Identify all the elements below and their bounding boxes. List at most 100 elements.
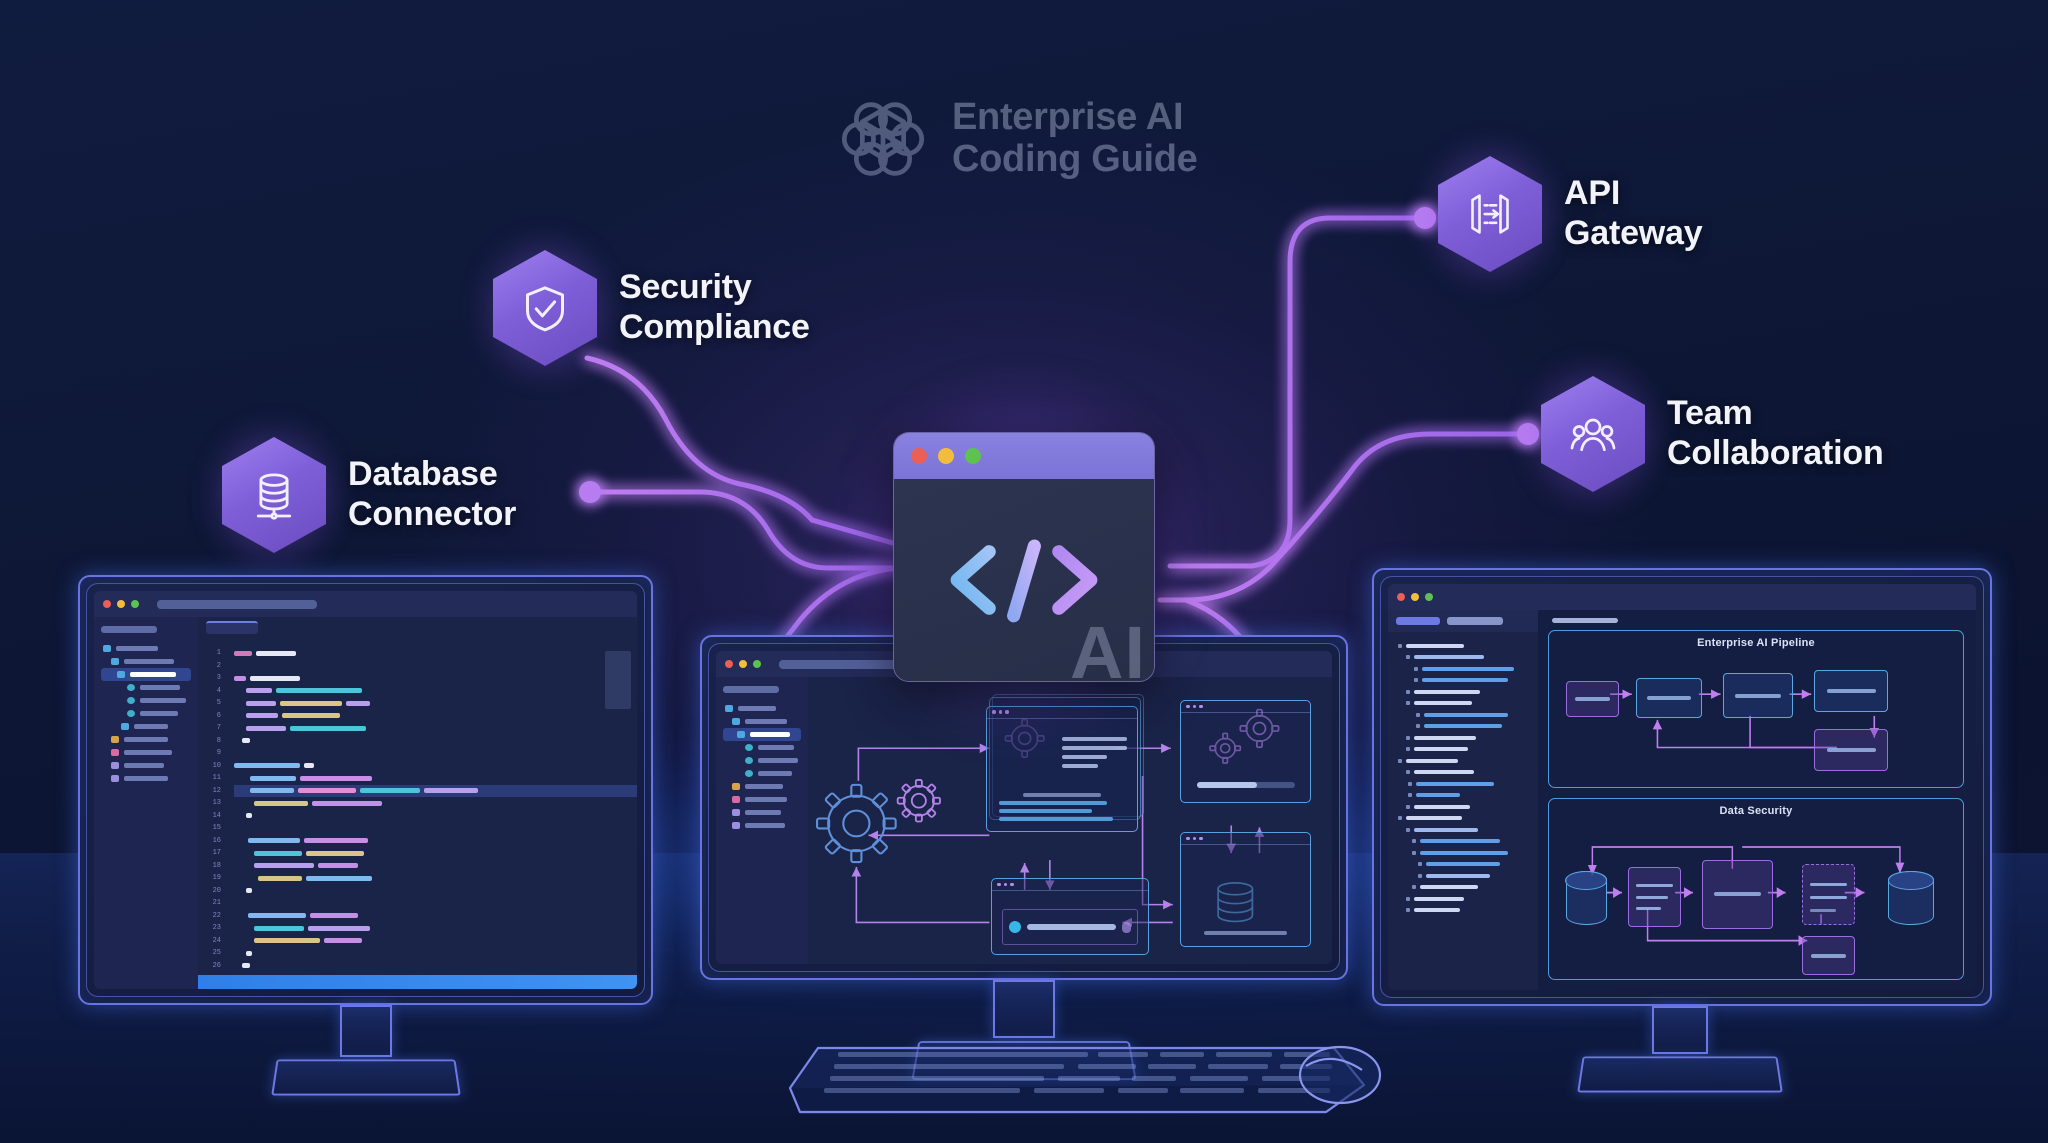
line-number: 13 [212,799,221,807]
tree-item[interactable] [723,767,801,780]
tree-row[interactable] [1394,790,1532,802]
tree-row[interactable] [1394,859,1532,871]
ai-code-card[interactable]: AI [893,432,1155,682]
tree-row[interactable] [1394,652,1532,664]
security-db-target[interactable] [1888,871,1934,925]
tree-item[interactable] [101,759,191,772]
close-dot-icon[interactable] [103,600,111,608]
flow-window-processing[interactable] [1180,699,1312,804]
tree-row[interactable] [1394,663,1532,675]
maximize-dot-icon[interactable] [131,600,139,608]
tree-item-selected[interactable] [101,668,191,681]
security-node-vault[interactable] [1702,860,1773,929]
tree-row[interactable] [1394,755,1532,767]
tree-item[interactable] [101,720,191,733]
file-explorer-sidebar[interactable] [94,617,198,989]
tree-item[interactable] [101,772,191,785]
code-tab[interactable] [206,621,258,634]
pipeline-node-3[interactable] [1722,673,1794,719]
tree-item[interactable] [723,741,801,754]
minimize-dot-icon[interactable] [938,448,954,464]
tree-item[interactable] [101,681,191,694]
diagram-canvas[interactable]: Enterprise AI Pipeline [1538,610,1976,990]
security-db-source[interactable] [1565,871,1608,925]
hex-badge-database [204,419,344,571]
tree-item[interactable] [101,655,191,668]
code-line [234,647,637,660]
tree-item[interactable] [723,819,801,832]
close-dot-icon[interactable] [725,660,733,668]
tree-item[interactable] [723,806,801,819]
code-token [234,650,252,656]
pipeline-node-2[interactable] [1635,677,1703,719]
pipeline-node-4[interactable] [1813,670,1889,713]
tree-label-placeholder [1414,701,1472,706]
security-node-policy[interactable] [1801,863,1856,925]
tree-row[interactable] [1394,836,1532,848]
flow-window-database[interactable] [1180,831,1312,947]
tree-bullet-icon [1406,655,1410,660]
tree-item[interactable] [101,733,191,746]
maximize-dot-icon[interactable] [965,448,981,464]
tree-item[interactable] [723,702,801,715]
tree-row[interactable] [1394,813,1532,825]
tree-row[interactable] [1394,847,1532,859]
node-team-collaboration[interactable]: Team Collaboration [1523,358,1884,510]
tab-active[interactable] [1396,617,1440,625]
pipeline-node-1[interactable] [1565,680,1620,717]
tree-item-selected[interactable] [723,728,801,741]
tree-row[interactable] [1394,778,1532,790]
tree-row[interactable] [1394,640,1532,652]
security-node-encrypt[interactable] [1627,867,1682,927]
tree-bullet-icon [1406,747,1410,752]
tree-row[interactable] [1394,686,1532,698]
code-token [234,863,250,868]
tree-item[interactable] [101,707,191,720]
flow-window-terminal[interactable] [991,877,1149,956]
tree-item[interactable] [101,694,191,707]
center-sidebar[interactable] [716,677,808,964]
tree-row[interactable] [1394,675,1532,687]
close-dot-icon[interactable] [911,448,927,464]
tree-row[interactable] [1394,698,1532,710]
right-tree[interactable] [1388,632,1538,924]
tree-row[interactable] [1394,709,1532,721]
code-token [424,788,478,794]
monitor-center-stand-base [911,1041,1137,1081]
tree-row[interactable] [1394,870,1532,882]
close-dot-icon[interactable] [1397,593,1405,601]
minimize-dot-icon[interactable] [1411,593,1419,601]
minimize-dot-icon[interactable] [739,660,747,668]
tree-item[interactable] [723,793,801,806]
maximize-dot-icon[interactable] [1425,593,1433,601]
tree-item[interactable] [723,754,801,767]
line-number: 6 [216,711,221,720]
tree-row[interactable] [1394,721,1532,733]
tree-row[interactable] [1394,744,1532,756]
tree-row[interactable] [1394,801,1532,813]
tree-item[interactable] [101,642,191,655]
minimap[interactable] [605,651,631,709]
tree-bullet-icon [1406,735,1410,740]
pipeline-node-5[interactable] [1813,729,1889,772]
tree-item[interactable] [723,715,801,728]
tree-item[interactable] [101,746,191,759]
maximize-dot-icon[interactable] [753,660,761,668]
tree-row[interactable] [1394,882,1532,894]
node-database-connector[interactable]: Database Connector [204,419,516,571]
tab-inactive[interactable] [1447,617,1503,625]
tree-row[interactable] [1394,824,1532,836]
minimize-dot-icon[interactable] [117,600,125,608]
right-tabstrip[interactable] [1388,610,1538,632]
node-api-gateway[interactable]: API Gateway [1420,138,1703,290]
tree-row[interactable] [1394,893,1532,905]
tree-row[interactable] [1394,905,1532,917]
security-node-audit[interactable] [1801,935,1856,976]
right-sidebar[interactable] [1388,610,1538,990]
node-security-compliance[interactable]: Security Compliance [475,232,810,384]
tree-row[interactable] [1394,732,1532,744]
tree-item[interactable] [723,780,801,793]
tree-row[interactable] [1394,767,1532,779]
